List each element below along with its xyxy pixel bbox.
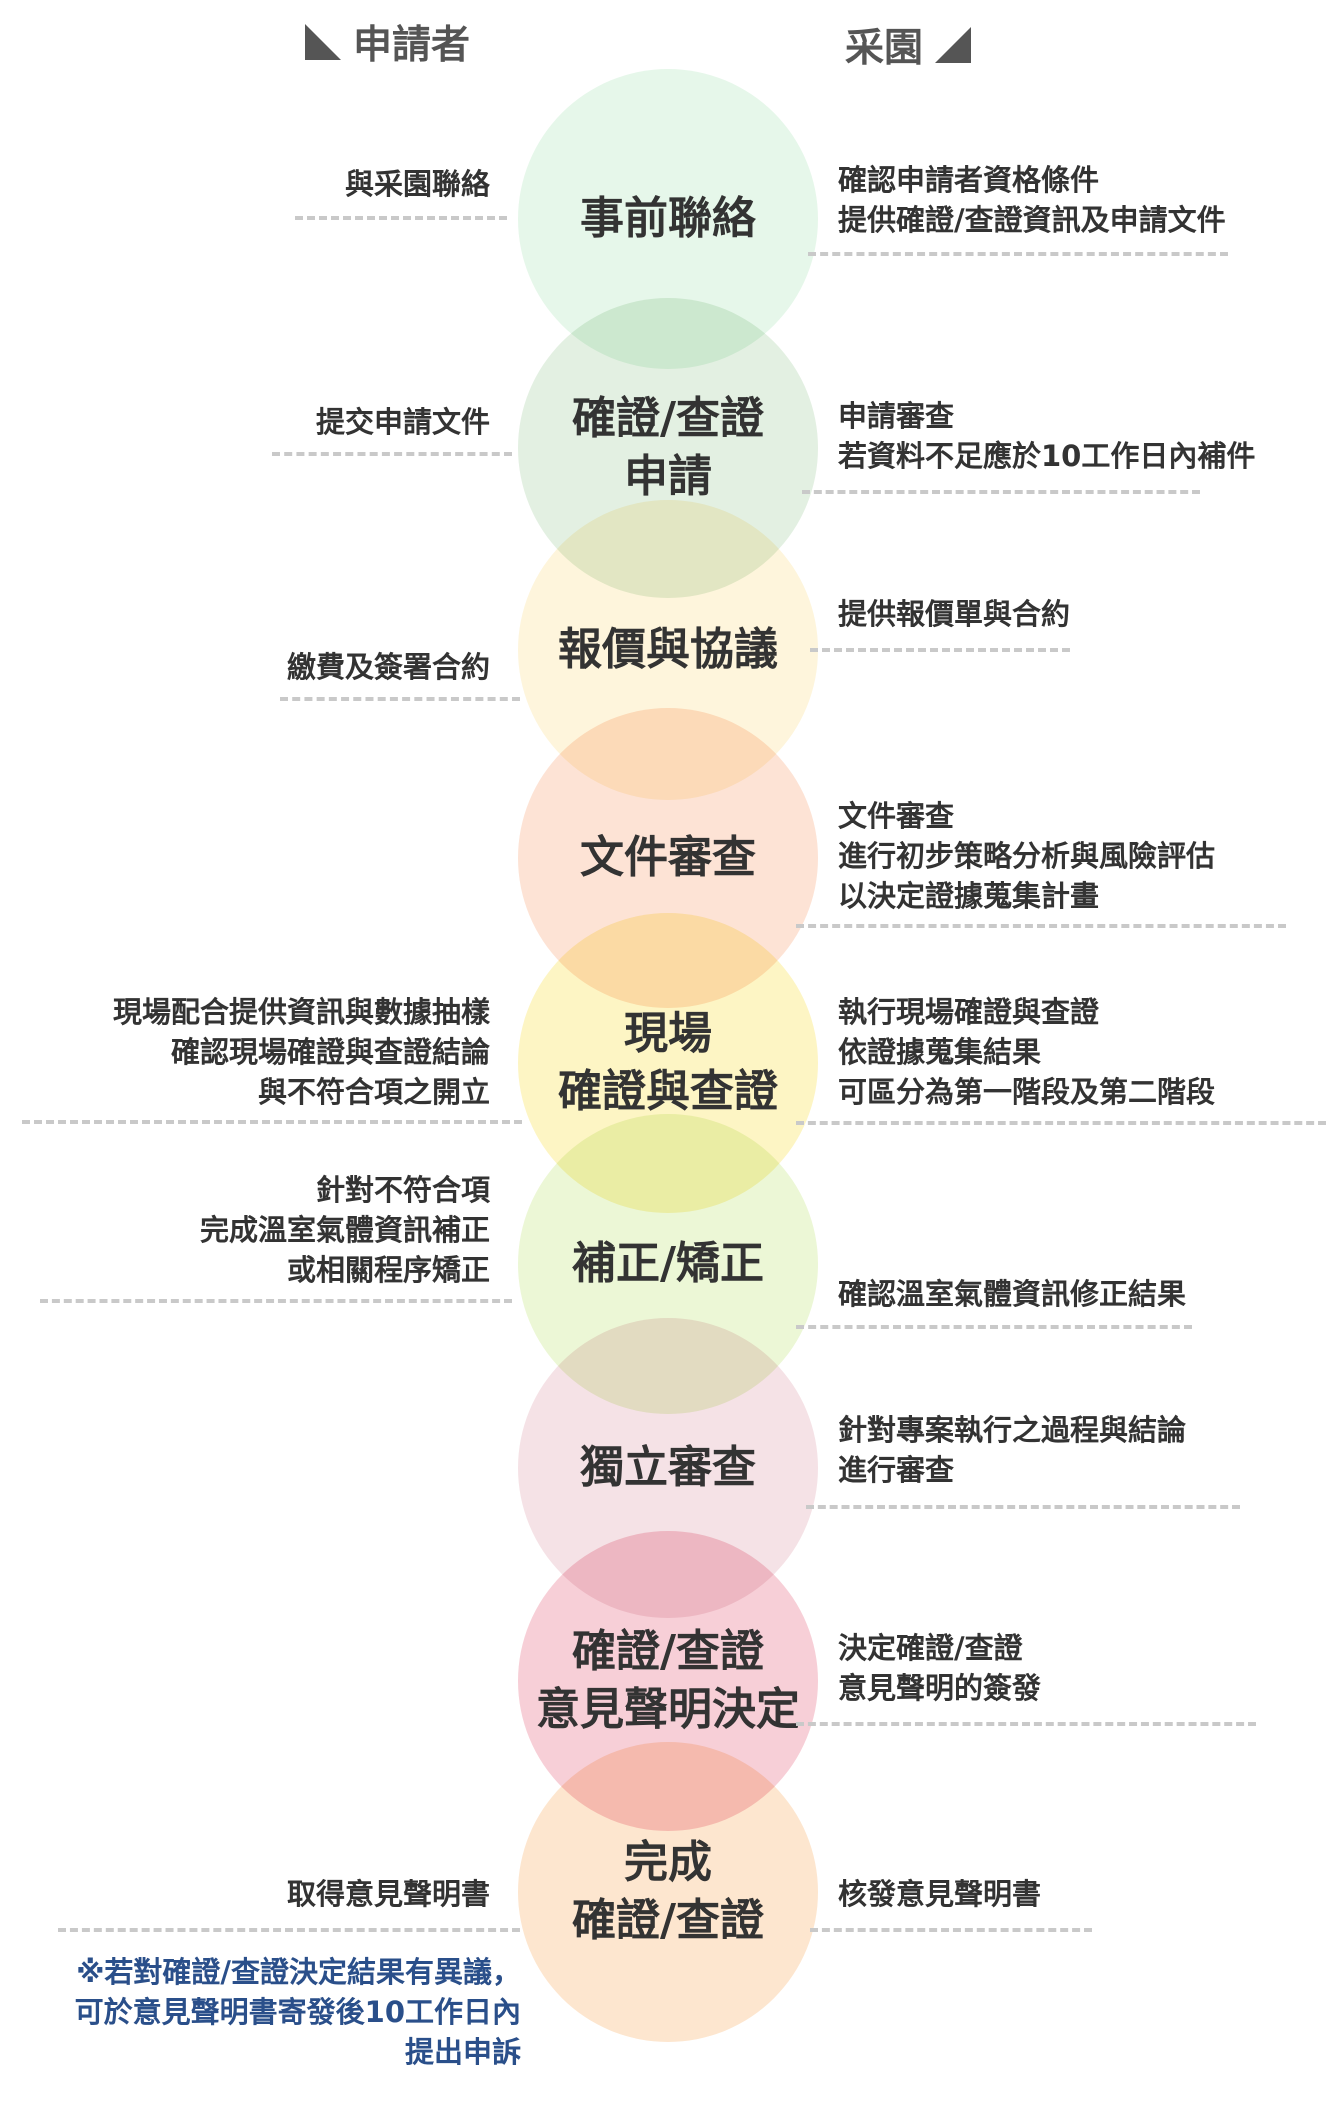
dashed-divider bbox=[796, 1722, 1256, 1726]
triangle-icon bbox=[935, 27, 972, 63]
dashed-divider bbox=[806, 1505, 1240, 1509]
company-note-7: 針對專案執行之過程與結論 進行審查 bbox=[838, 1413, 1187, 1487]
step-circle-9: 完成 確證/查證 bbox=[518, 1742, 818, 2042]
appeal-footnote: ※若對確證/查證決定結果有異議， 可於意見聲明書寄發後10工作日內 提出申訴 bbox=[74, 1955, 521, 2069]
company-note-6: 確認溫室氣體資訊修正結果 bbox=[838, 1277, 1187, 1311]
dashed-divider bbox=[58, 1928, 520, 1932]
step-title-line: 申請 bbox=[624, 451, 712, 502]
company-note-3: 提供報價單與合約 bbox=[838, 597, 1071, 631]
dashed-divider bbox=[295, 216, 507, 220]
dashed-divider bbox=[40, 1299, 512, 1303]
step-title-line: 完成 bbox=[624, 1837, 712, 1888]
dashed-divider bbox=[810, 648, 1070, 652]
step-title-line: 現場 bbox=[624, 1008, 712, 1059]
applicant-note-2: 提交申請文件 bbox=[315, 405, 490, 439]
step-title-line: 獨立審查 bbox=[580, 1442, 756, 1493]
company-note-4: 文件審查 進行初步策略分析與風險評估 以決定證據蒐集計畫 bbox=[838, 799, 1216, 913]
step-title-line: 文件審查 bbox=[580, 832, 756, 883]
applicant-note-6: 針對不符合項 完成溫室氣體資訊補正 或相關程序矯正 bbox=[199, 1173, 490, 1287]
step-title-line: 補正/矯正 bbox=[571, 1238, 765, 1289]
company-header-label: 采園 bbox=[845, 26, 924, 71]
dashed-divider bbox=[810, 1928, 1092, 1932]
company-note-9: 核發意見聲明書 bbox=[838, 1877, 1042, 1911]
dashed-divider bbox=[22, 1120, 522, 1124]
applicant-header: 申請者 bbox=[305, 14, 470, 70]
applicant-header-label: 申請者 bbox=[353, 23, 471, 68]
company-note-2: 申請審查 若資料不足應於10工作日內補件 bbox=[838, 399, 1256, 473]
step-title-line: 意見聲明決定 bbox=[536, 1684, 800, 1735]
applicant-note-5: 現場配合提供資訊與數據抽樣 確認現場確證與查證結論 與不符合項之開立 bbox=[112, 995, 490, 1109]
dashed-divider bbox=[796, 1325, 1192, 1329]
applicant-note-3: 繳費及簽署合約 bbox=[286, 650, 490, 684]
dashed-divider bbox=[796, 924, 1286, 928]
step-title-line: 確證/查證 bbox=[571, 1626, 765, 1677]
dashed-divider bbox=[280, 697, 520, 701]
company-header: 采園 bbox=[845, 17, 972, 73]
step-title-line: 確證與查證 bbox=[558, 1066, 778, 1117]
applicant-note-1: 與采園聯絡 bbox=[344, 167, 490, 201]
dashed-divider bbox=[808, 252, 1228, 256]
company-note-8: 決定確證/查證 意見聲明的簽發 bbox=[838, 1631, 1042, 1705]
dashed-divider bbox=[796, 1121, 1326, 1125]
company-note-1: 確認申請者資格條件 提供確證/查證資訊及申請文件 bbox=[838, 163, 1226, 237]
step-title-line: 確證/查證 bbox=[571, 1895, 765, 1946]
step-title-line: 報價與協議 bbox=[558, 624, 778, 675]
applicant-note-9: 取得意見聲明書 bbox=[286, 1877, 490, 1911]
triangle-icon bbox=[305, 24, 341, 60]
dashed-divider bbox=[802, 490, 1200, 494]
dashed-divider bbox=[272, 452, 512, 456]
step-title-line: 事前聯絡 bbox=[580, 193, 756, 244]
company-note-5: 執行現場確證與查證 依證據蒐集結果 可區分為第一階段及第二階段 bbox=[838, 995, 1216, 1109]
step-title-line: 確證/查證 bbox=[571, 393, 765, 444]
